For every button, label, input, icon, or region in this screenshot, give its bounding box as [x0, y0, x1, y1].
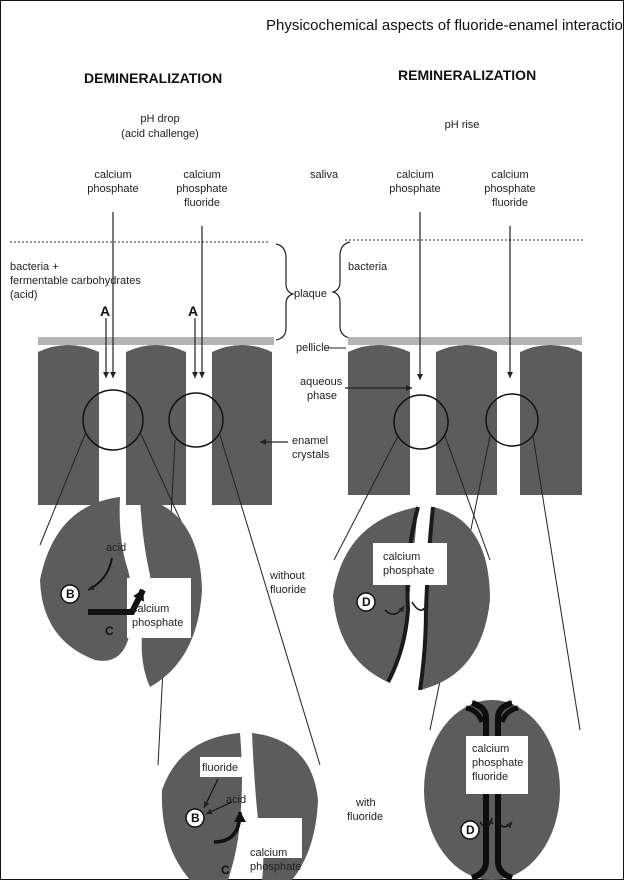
svg-text:phosphate: phosphate: [132, 617, 183, 629]
svg-text:phosphate: phosphate: [250, 861, 301, 873]
svg-text:phosphate: phosphate: [176, 183, 227, 195]
svg-text:(acid): (acid): [10, 289, 38, 301]
label-with-fluoride: with fluoride: [347, 797, 383, 823]
svg-text:phosphate: phosphate: [484, 183, 535, 195]
pellicle-band-left: [38, 337, 274, 345]
detail1-marker-c: C: [105, 624, 114, 638]
svg-text:calcium: calcium: [383, 551, 420, 563]
svg-text:phosphate: phosphate: [383, 565, 434, 577]
ion-label-left-ca-p: calcium phosphate: [87, 169, 138, 195]
detail4-marker-d: D: [466, 823, 475, 837]
detail2-marker-d: D: [362, 595, 371, 609]
plaque-contents-right: bacteria: [348, 261, 388, 273]
detail3-marker-c: C: [221, 863, 230, 877]
svg-text:phosphate: phosphate: [472, 757, 523, 769]
figure-title: Physicochemical aspects of fluoride-enam…: [266, 17, 624, 34]
svg-text:calcium: calcium: [472, 743, 509, 755]
enamel-rods-left: [38, 345, 272, 505]
svg-text:calcium: calcium: [250, 847, 287, 859]
plaque-brace-left: [276, 244, 293, 340]
label-enamel-crystals: enamel crystals: [292, 435, 330, 461]
detail3-acid: acid: [226, 794, 246, 806]
label-without-fluoride: without fluoride: [269, 570, 306, 596]
condition-ph-rise: pH rise: [445, 119, 480, 131]
svg-text:bacteria +: bacteria +: [10, 261, 59, 273]
label-saliva: saliva: [310, 169, 339, 181]
svg-text:aqueous: aqueous: [300, 376, 343, 388]
condition-acid-challenge: (acid challenge): [121, 128, 199, 140]
svg-text:fermentable carbohydrates: fermentable carbohydrates: [10, 275, 141, 287]
condition-ph-drop: pH drop: [140, 113, 179, 125]
detail-demin-with-fluoride: [162, 733, 318, 880]
heading-remineralization: REMINERALIZATION: [398, 67, 536, 83]
detail-remin-without-fluoride: [333, 507, 490, 690]
label-plaque: plaque: [294, 288, 327, 300]
svg-text:phase: phase: [307, 390, 337, 402]
heading-demineralization: DEMINERALIZATION: [84, 70, 222, 86]
ion-label-right-ca-p-f: calcium phosphate fluoride: [484, 169, 535, 209]
svg-text:fluoride: fluoride: [492, 197, 528, 209]
svg-text:fluoride: fluoride: [472, 771, 508, 783]
detail1-marker-b: B: [66, 587, 75, 601]
detail1-acid: acid: [106, 542, 126, 554]
svg-text:fluoride: fluoride: [270, 584, 306, 596]
svg-text:calcium: calcium: [94, 169, 131, 181]
marker-a-left: A: [100, 303, 110, 319]
svg-text:calcium: calcium: [491, 169, 528, 181]
detail-demin-without-fluoride: [40, 497, 202, 687]
svg-text:calcium: calcium: [183, 169, 220, 181]
pellicle-band-right: [348, 337, 582, 345]
svg-text:phosphate: phosphate: [87, 183, 138, 195]
detail3-fluoride: fluoride: [202, 762, 238, 774]
plaque-contents-left: bacteria + fermentable carbohydrates (ac…: [10, 261, 141, 301]
svg-text:calcium: calcium: [396, 169, 433, 181]
svg-text:fluoride: fluoride: [347, 811, 383, 823]
svg-text:with: with: [355, 797, 376, 809]
ion-label-left-ca-p-f: calcium phosphate fluoride: [176, 169, 227, 209]
detail3-marker-b: B: [191, 811, 200, 825]
marker-a-right: A: [188, 303, 198, 319]
svg-text:phosphate: phosphate: [389, 183, 440, 195]
ion-label-right-ca-p: calcium phosphate: [389, 169, 440, 195]
enamel-rods-right: [348, 345, 582, 495]
label-aqueous-phase: aqueous phase: [300, 376, 343, 402]
svg-text:enamel: enamel: [292, 435, 328, 447]
svg-text:calcium: calcium: [132, 603, 169, 615]
svg-text:without: without: [269, 570, 305, 582]
plaque-brace-right: [333, 242, 350, 338]
svg-text:crystals: crystals: [292, 449, 330, 461]
svg-text:fluoride: fluoride: [184, 197, 220, 209]
detail-remin-with-fluoride: [424, 700, 560, 880]
